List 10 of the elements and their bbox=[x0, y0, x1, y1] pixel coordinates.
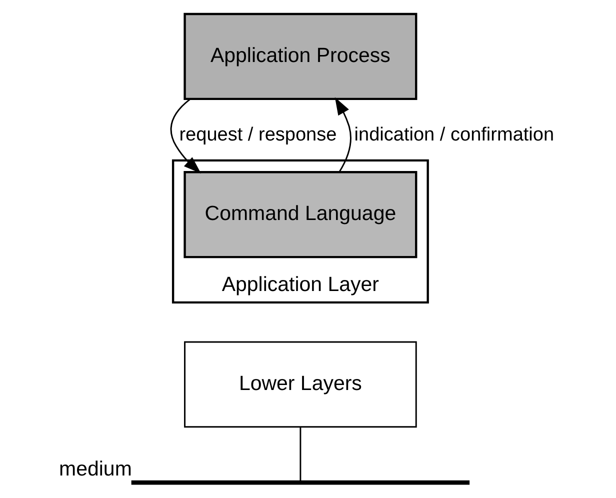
connector bbox=[299, 427, 301, 481]
node-label: medium bbox=[58, 458, 132, 481]
arrow bbox=[334, 97, 351, 172]
edge-label: indication / confirmation bbox=[354, 124, 554, 146]
edge-label: request / response bbox=[178, 124, 336, 146]
node-box: Command Language bbox=[183, 171, 417, 258]
node-box: Lower Layers bbox=[184, 341, 416, 428]
arrow bbox=[170, 98, 201, 174]
node-box: Application Process bbox=[183, 12, 417, 100]
node-bar bbox=[130, 480, 470, 485]
